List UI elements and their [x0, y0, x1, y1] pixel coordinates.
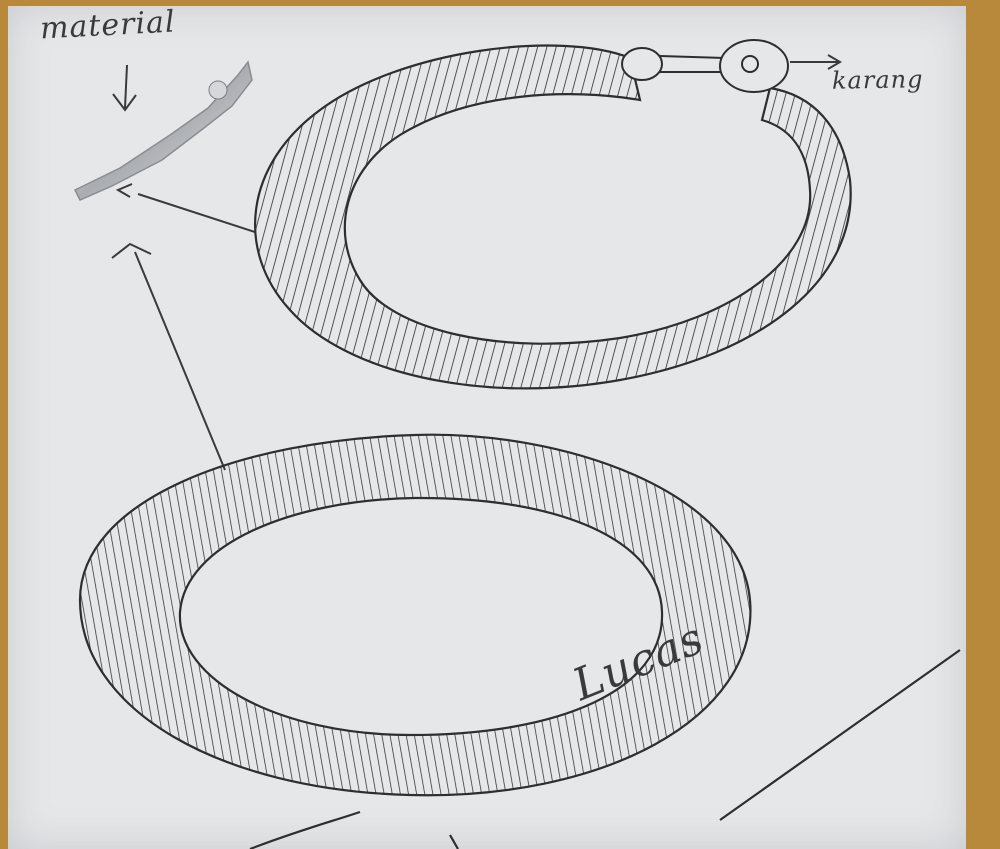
up-arrow-icon [112, 244, 151, 258]
clasp-end-left [622, 48, 662, 80]
upper-bracelet [255, 40, 851, 388]
karang-label: karang [832, 65, 924, 95]
material-label: material [39, 4, 176, 46]
clasp-ring-icon [720, 40, 788, 92]
material-arrow-icon [125, 65, 127, 108]
material-sample [75, 62, 252, 200]
lower-bracelet [80, 435, 750, 796]
pointer-line-lower [135, 252, 225, 470]
pointer-line-upper [138, 194, 255, 232]
annotation-arrows [112, 55, 840, 470]
